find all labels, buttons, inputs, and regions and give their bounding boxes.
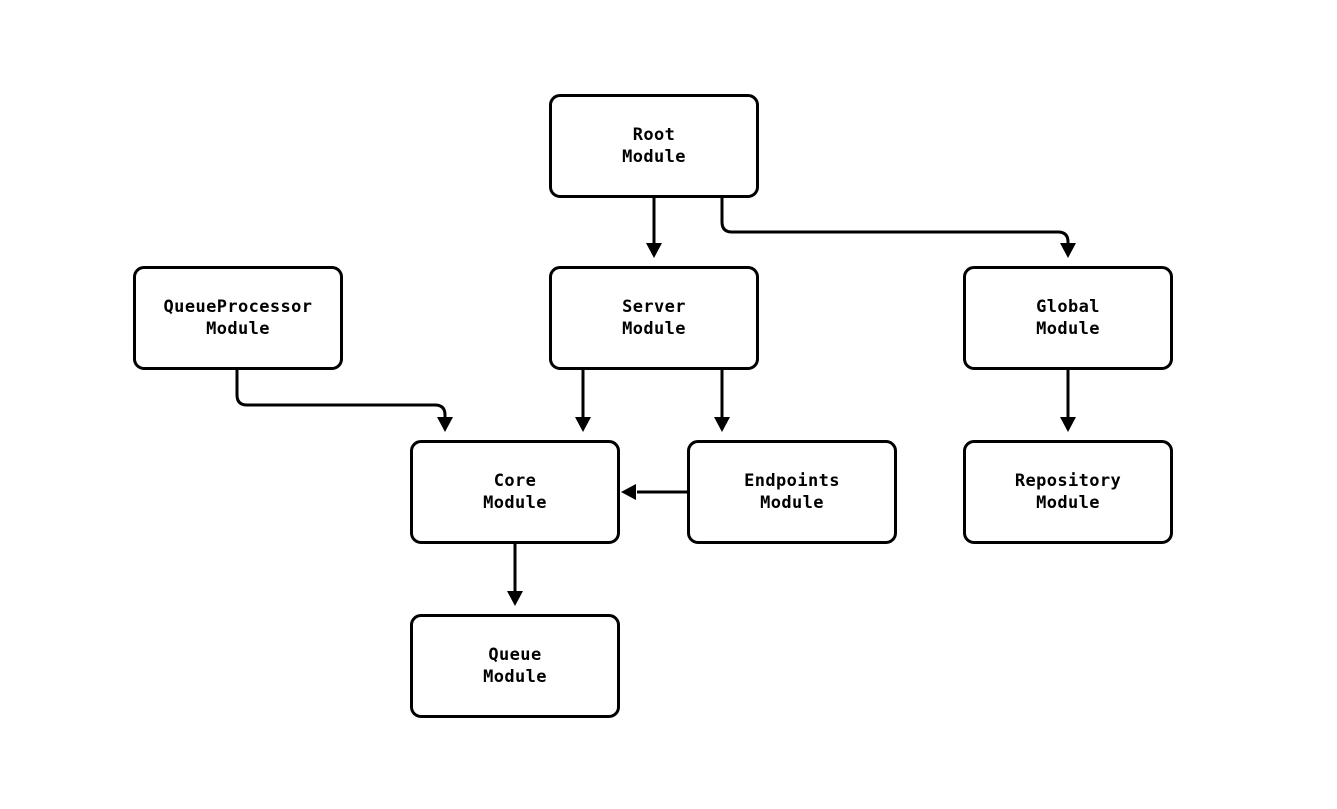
node-server-title: Server bbox=[622, 297, 686, 317]
node-repository-subtitle: Module bbox=[1036, 493, 1100, 513]
node-queue-title: Queue bbox=[488, 645, 542, 665]
arrowhead-root-to-global bbox=[1060, 243, 1076, 258]
arrowhead-server-to-core bbox=[575, 417, 591, 432]
arrowhead-root-to-server bbox=[646, 243, 662, 258]
node-global-title: Global bbox=[1036, 297, 1100, 317]
arrowhead-global-to-repository bbox=[1060, 417, 1076, 432]
node-repository-title: Repository bbox=[1014, 471, 1122, 491]
node-queue-subtitle: Module bbox=[483, 667, 547, 687]
arrowhead-queueprocessor-to-core bbox=[437, 417, 453, 432]
arrowhead-server-to-endpoints bbox=[714, 417, 730, 432]
edge-root-to-global bbox=[720, 198, 1070, 244]
node-queueprocessor-title: QueueProcessor bbox=[163, 297, 313, 317]
arrowhead-core-to-queue bbox=[507, 591, 523, 606]
node-core-title: Core bbox=[493, 471, 537, 491]
node-root-subtitle: Module bbox=[622, 147, 686, 167]
node-server-subtitle: Module bbox=[622, 319, 686, 339]
arrowhead-endpoints-to-core bbox=[621, 484, 636, 500]
node-endpoints-title: Endpoints bbox=[744, 471, 840, 491]
edge-queueprocessor-to-core bbox=[235, 370, 447, 417]
node-core-subtitle: Module bbox=[483, 493, 547, 513]
node-global-subtitle: Module bbox=[1036, 319, 1100, 339]
node-root-title: Root bbox=[632, 125, 676, 145]
node-endpoints-subtitle: Module bbox=[760, 493, 824, 513]
node-queueprocessor-subtitle: Module bbox=[206, 319, 270, 339]
